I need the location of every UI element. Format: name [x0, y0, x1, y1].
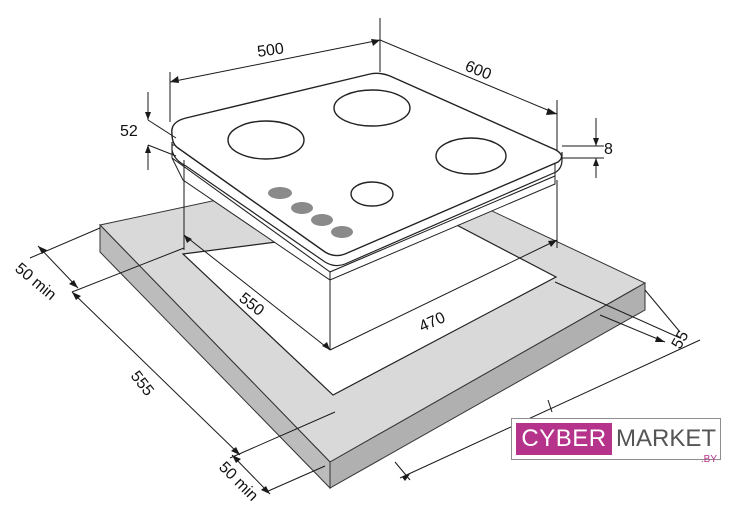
logo-text-domain: .BY [700, 454, 717, 465]
logo-text-market: MARKET [616, 425, 717, 452]
burner-front-left [227, 120, 305, 160]
dimension-lines [29, 18, 701, 495]
logo-frame: CYBER MARKET [511, 418, 721, 460]
dim-555: 555 [127, 368, 157, 400]
dim-50-min-front: 50 min [215, 459, 261, 505]
cybermarket-logo: CYBER MARKET .BY [511, 418, 721, 465]
burner-small [350, 181, 394, 207]
dim-52: 52 [120, 123, 138, 140]
knob-3 [311, 214, 333, 226]
logo-text-cyber: CYBER [516, 423, 612, 455]
dim-55: 55 [669, 328, 693, 352]
knob-2 [291, 202, 313, 214]
dim-600: 600 [463, 58, 494, 84]
dim-500: 500 [256, 40, 285, 61]
knob-4 [331, 226, 353, 238]
knob-1 [268, 187, 292, 199]
burner-back [333, 89, 411, 127]
dim-50-min-back: 50 min [11, 260, 59, 304]
dim-8: 8 [604, 141, 613, 158]
burner-right [435, 137, 507, 175]
